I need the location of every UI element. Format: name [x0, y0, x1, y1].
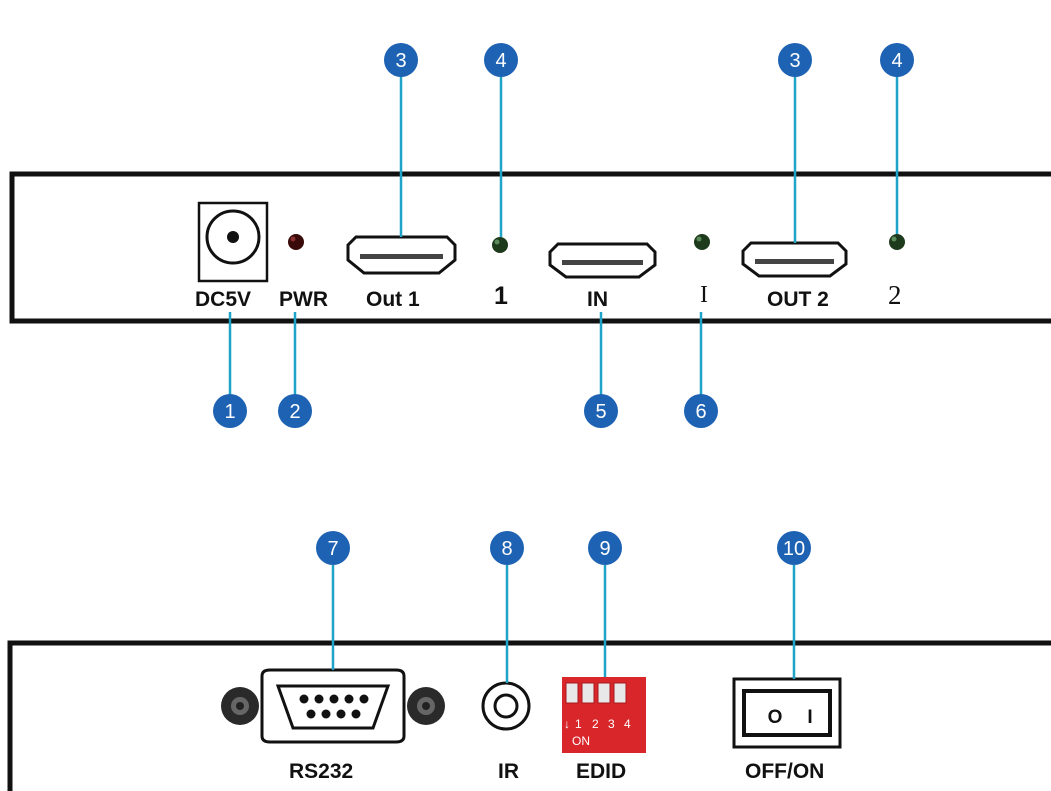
out2-hdmi-port [741, 241, 848, 278]
out1-label: Out 1 [366, 288, 420, 311]
svg-text:3: 3 [789, 50, 800, 72]
svg-text:4: 4 [891, 50, 902, 72]
out1-hdmi-port [346, 235, 457, 275]
rocker-off-symbol: O [768, 707, 783, 728]
svg-text:10: 10 [783, 538, 805, 560]
out2-led [889, 234, 905, 250]
svg-text:4: 4 [495, 50, 506, 72]
callout-badge-2: 2 [278, 394, 312, 428]
dc5v-jack [197, 201, 269, 283]
top-panel-outline [9, 171, 1051, 324]
callout-badge-3a: 3 [384, 43, 418, 77]
pwr-led [288, 234, 304, 250]
led1-label: 1 [494, 282, 508, 310]
out2-label: OUT 2 [767, 288, 829, 311]
bottom-leader-lines [331, 565, 796, 683]
svg-text:7: 7 [327, 538, 338, 560]
dip-number-4: 4 [624, 717, 631, 731]
dip-number-1: 1 [575, 717, 582, 731]
callout-badge-5: 5 [584, 394, 618, 428]
svg-text:↓: ↓ [564, 717, 570, 731]
top-panel [9, 171, 1051, 324]
callout-badge-8: 8 [490, 531, 524, 565]
ir-label: IR [498, 760, 519, 783]
rs232-db9-port [221, 668, 445, 744]
top-leader-lines [228, 75, 899, 395]
callout-badge-1: 1 [213, 394, 247, 428]
callout-badge-9: 9 [588, 531, 622, 565]
rocker-on-symbol: I [807, 707, 812, 728]
svg-text:6: 6 [695, 401, 706, 423]
callout-badge-10: 10 [777, 531, 811, 565]
svg-text:3: 3 [395, 50, 406, 72]
ir-jack [481, 681, 531, 731]
callout-badge-7: 7 [316, 531, 350, 565]
led2-label: 2 [888, 280, 902, 310]
out1-led [492, 237, 508, 253]
in-label: IN [587, 288, 608, 311]
svg-text:1: 1 [224, 401, 235, 423]
callout-badge-4a: 4 [484, 43, 518, 77]
dip-number-2: 2 [592, 717, 599, 731]
svg-text:2: 2 [289, 401, 300, 423]
in-led [694, 234, 710, 250]
offon-label: OFF/ON [745, 760, 825, 783]
dip-on-label: ON [572, 734, 590, 748]
edid-dip-switch: ↓ 1 2 3 4 ON [562, 677, 646, 753]
svg-text:8: 8 [501, 538, 512, 560]
pwr-label: PWR [279, 288, 328, 311]
dip-number-3: 3 [608, 717, 615, 731]
in-led-label: I [700, 282, 708, 308]
svg-text:9: 9 [599, 538, 610, 560]
bottom-panel: ↓ 1 2 3 4 ON O I [7, 640, 1051, 791]
edid-label: EDID [576, 760, 627, 783]
svg-text:5: 5 [595, 401, 606, 423]
in-hdmi-port [548, 242, 657, 279]
callout-badge-3b: 3 [778, 43, 812, 77]
callout-badge-6: 6 [684, 394, 718, 428]
bottom-panel-outline [7, 640, 1051, 791]
power-rocker-switch: O I [732, 677, 842, 749]
dc5v-label: DC5V [195, 288, 252, 311]
callout-badge-4b: 4 [880, 43, 914, 77]
rs232-label: RS232 [289, 760, 354, 783]
